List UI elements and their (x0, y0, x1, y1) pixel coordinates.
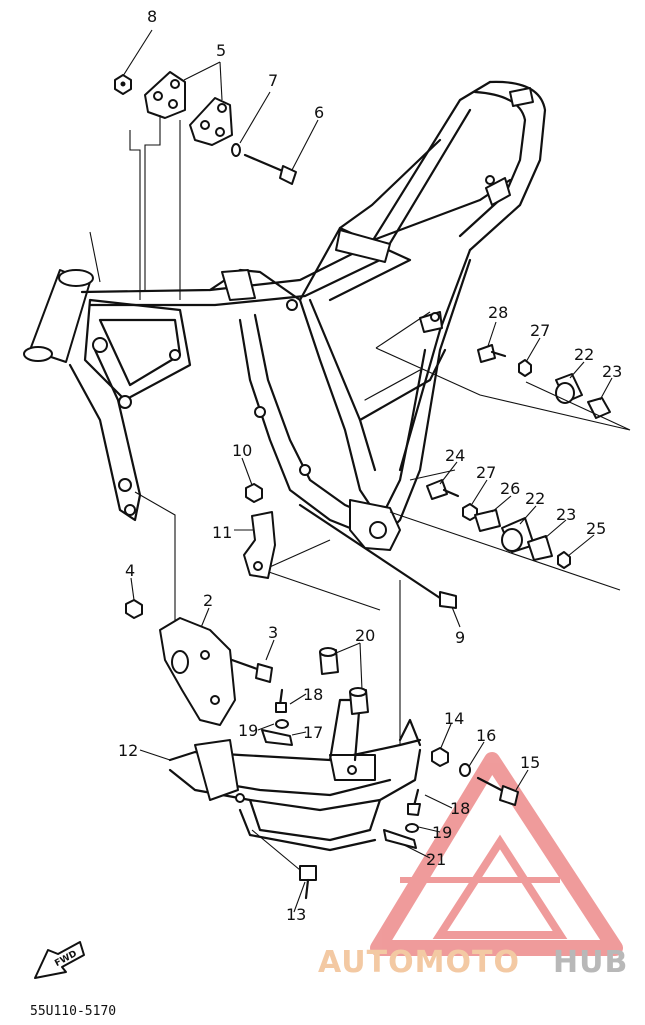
label-part-6: 6 (314, 103, 324, 122)
watermark-text-part1: AUTOMOTO (318, 945, 520, 980)
label-part-7: 7 (268, 71, 278, 90)
label-part-12: 12 (118, 741, 138, 760)
screw-18-lower (407, 788, 421, 816)
bolt-15 (476, 776, 519, 806)
nut-4 (125, 599, 143, 619)
label-part-11: 11 (212, 523, 232, 542)
watermark-text: AUTOMOTO HUB (318, 945, 628, 980)
label-part-3: 3 (268, 623, 278, 642)
label-part-27: 27 (530, 321, 550, 340)
label-part-20: 20 (355, 626, 375, 645)
label-part-8: 8 (147, 7, 157, 26)
label-part-27b: 27 (476, 463, 496, 482)
bolt-13 (299, 865, 317, 900)
bolt-6-washer-7 (231, 143, 297, 185)
label-part-19b: 19 (432, 823, 452, 842)
label-part-15: 15 (520, 753, 540, 772)
label-part-18b: 18 (450, 799, 470, 818)
label-part-23b: 23 (556, 505, 576, 524)
label-part-9: 9 (455, 628, 465, 647)
label-part-26: 26 (500, 479, 520, 498)
label-part-2: 2 (203, 591, 213, 610)
label-part-28: 28 (488, 303, 508, 322)
skid-frame-12 (168, 698, 422, 852)
label-part-21: 21 (426, 850, 446, 869)
label-part-10: 10 (232, 441, 252, 460)
part-code: 55U110-5170 (30, 1004, 116, 1019)
bolt-9 (298, 503, 457, 609)
leader-lines (89, 29, 631, 913)
watermark-logo (370, 752, 623, 956)
bolt-3 (230, 658, 273, 683)
label-part-23: 23 (602, 362, 622, 381)
label-part-24: 24 (445, 446, 465, 465)
nut-10 (245, 483, 263, 503)
watermark-text-part2: HUB (553, 945, 628, 980)
label-part-22b: 22 (525, 489, 545, 508)
clip-21 (383, 829, 417, 849)
plate-2 (159, 617, 236, 726)
label-part-19: 19 (238, 721, 258, 740)
label-part-16: 16 (476, 726, 496, 745)
damper-20 (319, 647, 369, 715)
label-part-4: 4 (125, 561, 135, 580)
label-part-5: 5 (216, 41, 226, 60)
label-part-13: 13 (286, 905, 306, 924)
label-part-25: 25 (586, 519, 606, 538)
nut-8 (114, 74, 132, 95)
screw-18-upper (275, 688, 287, 713)
fwd-arrow-icon: FWD (34, 941, 85, 979)
label-part-18: 18 (303, 685, 323, 704)
collar-set-lower (426, 479, 571, 569)
collar-14 (431, 747, 449, 767)
engine-mount-plates (144, 71, 233, 146)
washer-19-lower (405, 823, 419, 833)
part-labels: 8 5 7 6 28 27 22 23 10 24 27 26 22 23 25… (118, 7, 622, 924)
bracket-11 (243, 511, 276, 579)
washer-19-upper (275, 719, 289, 729)
label-part-22: 22 (574, 345, 594, 364)
washer-16 (459, 763, 471, 777)
label-part-14: 14 (444, 709, 464, 728)
clip-17 (261, 729, 293, 746)
label-part-17: 17 (303, 723, 323, 742)
main-frame (23, 80, 547, 551)
